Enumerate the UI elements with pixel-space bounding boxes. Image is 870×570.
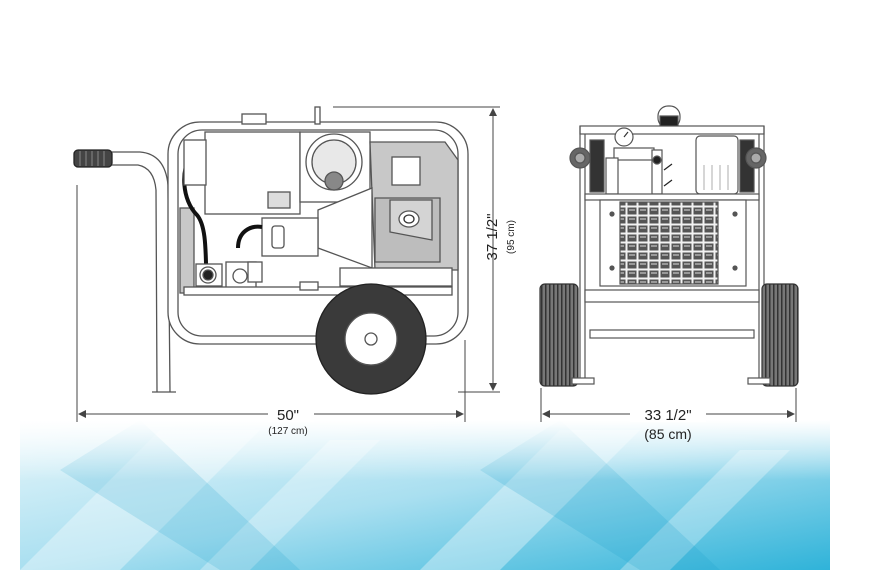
background-decoration bbox=[20, 420, 830, 570]
height-metric-label: (95 cm) bbox=[506, 220, 517, 254]
front-view-drawing bbox=[539, 105, 799, 387]
side-view-drawing bbox=[73, 106, 469, 395]
front-width-metric-label: (85 cm) bbox=[644, 426, 691, 442]
front-width-imperial-label: 33 1/2" bbox=[644, 407, 691, 424]
height-dimension-line bbox=[333, 106, 500, 393]
side-width-metric-label: (127 cm) bbox=[268, 426, 307, 437]
height-imperial-label: 37 1/2" bbox=[484, 213, 501, 260]
side-width-imperial-label: 50" bbox=[277, 407, 299, 424]
